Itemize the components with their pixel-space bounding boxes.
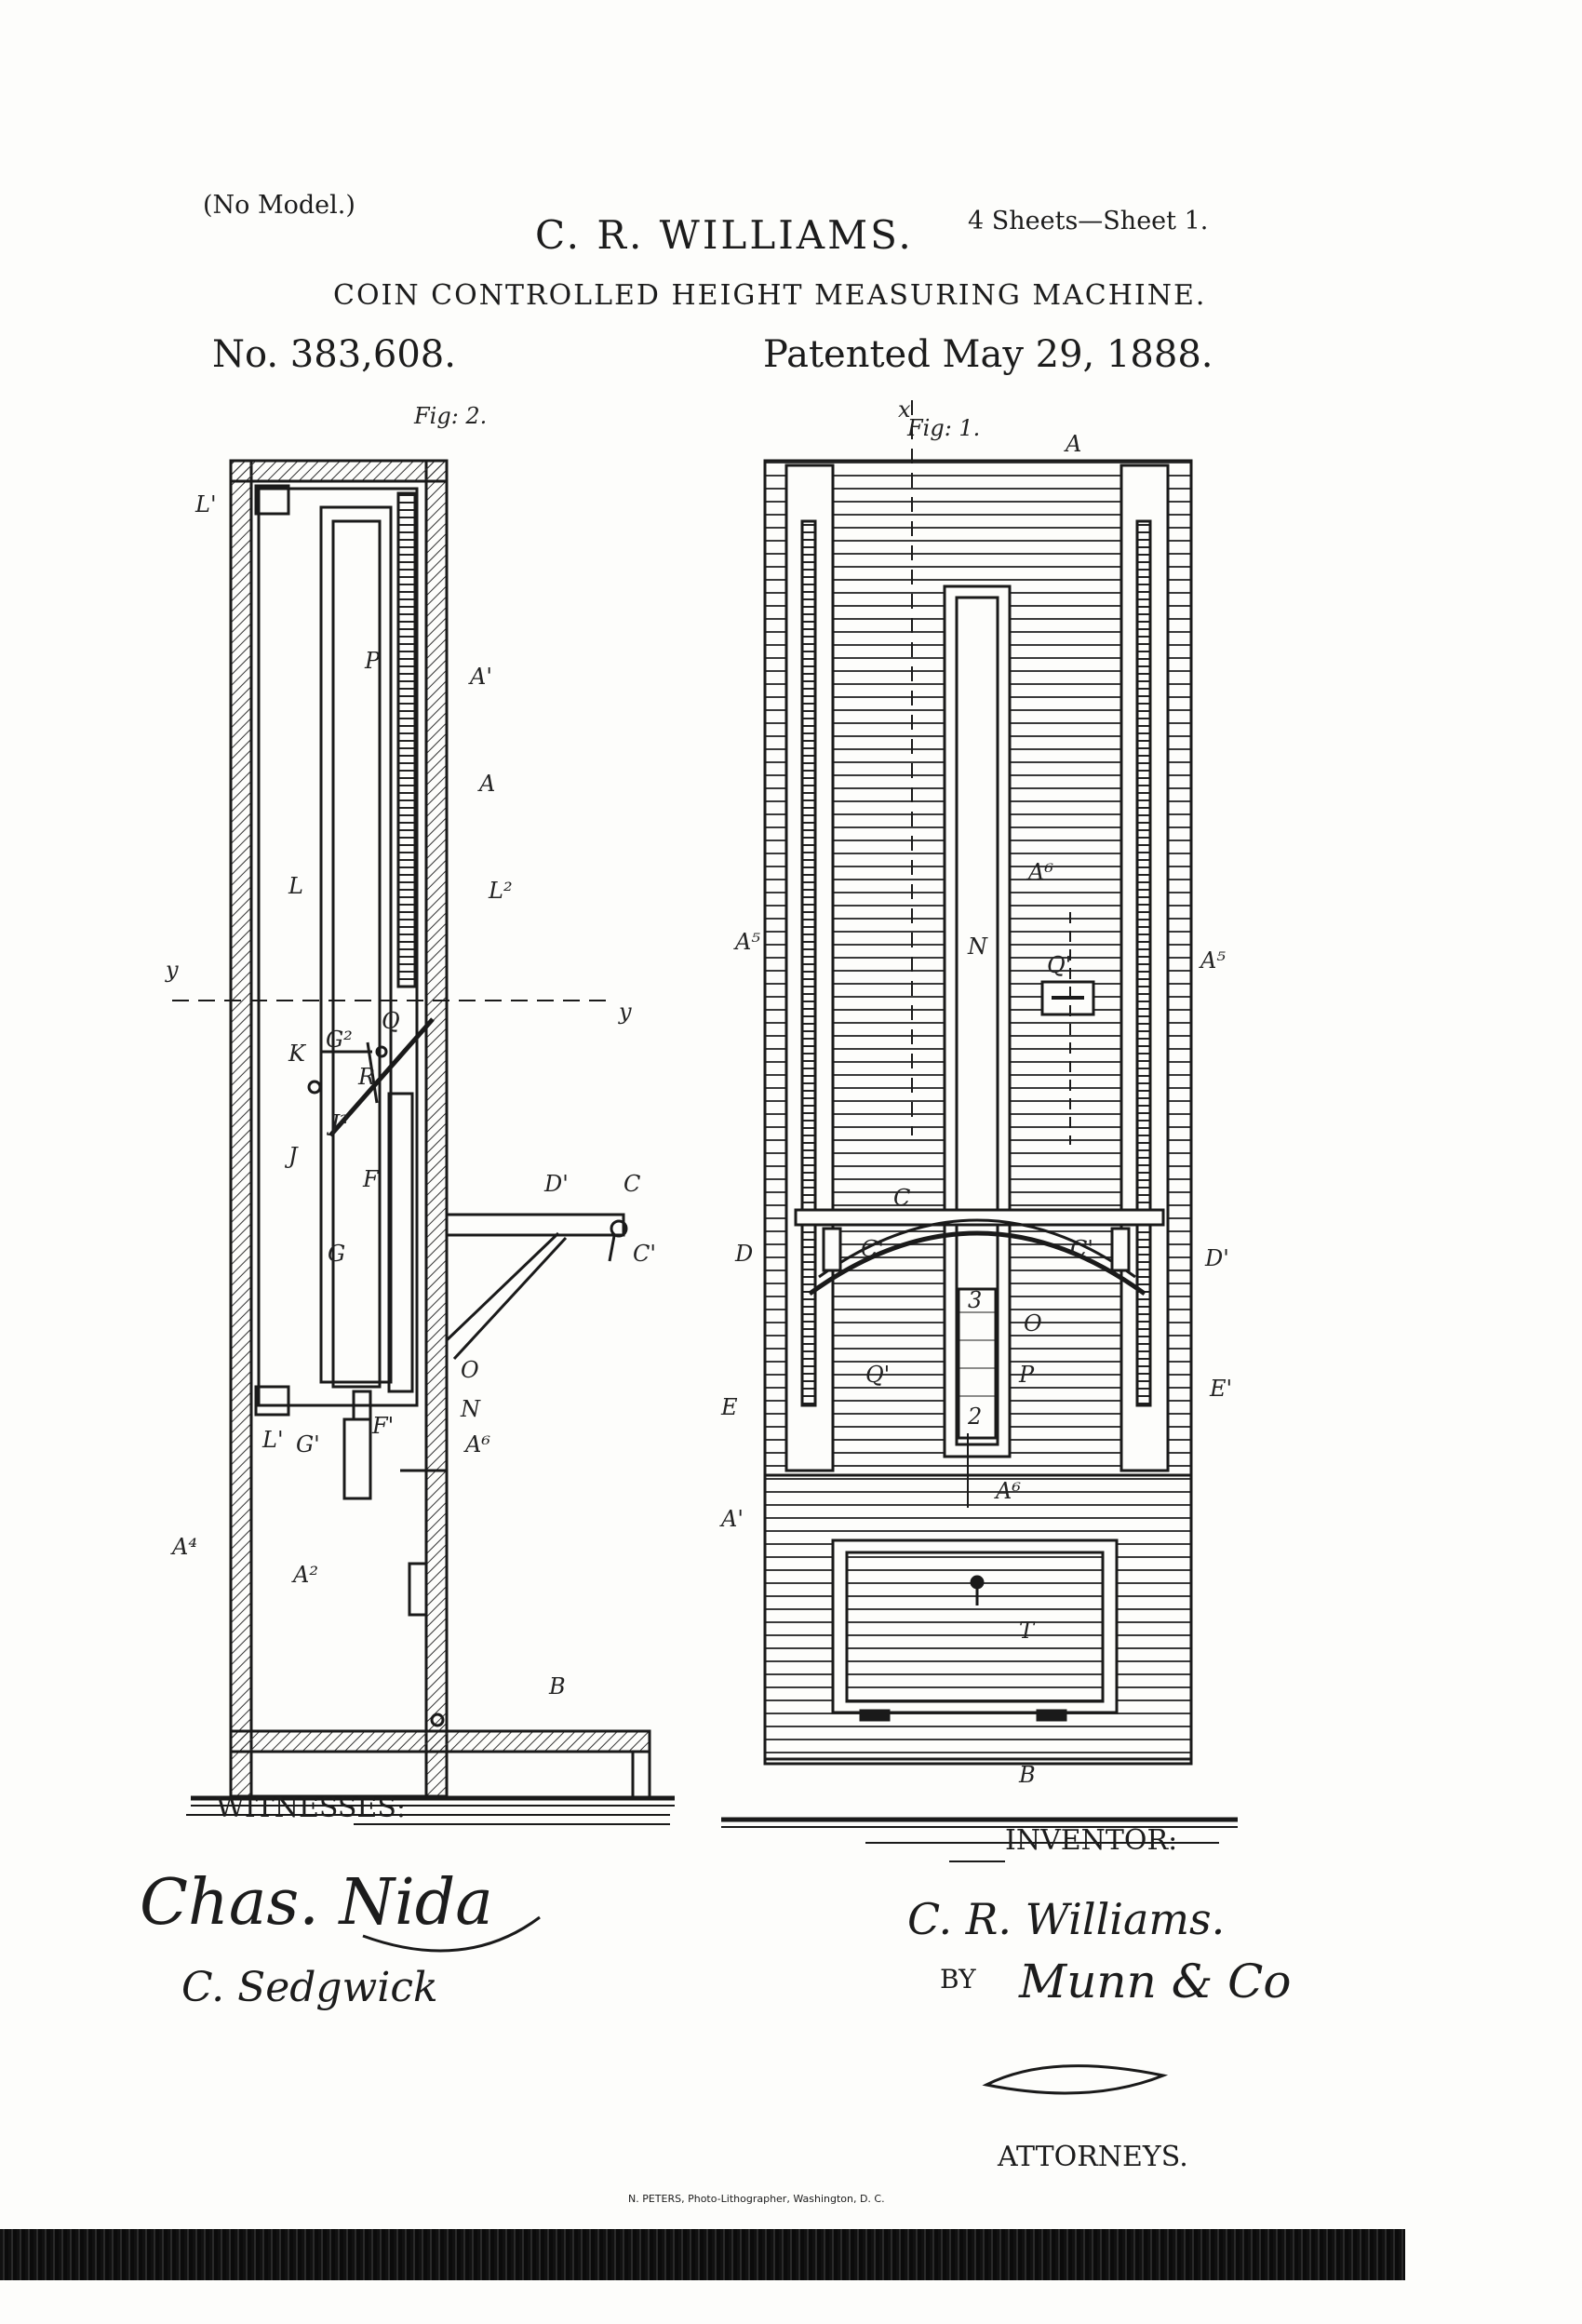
ref-letter: L' xyxy=(194,491,217,517)
ref-letter: R xyxy=(357,1064,375,1090)
ref-letter: y xyxy=(165,957,179,983)
ref-letter: A xyxy=(1064,431,1081,457)
ref-letter: G² xyxy=(326,1027,353,1053)
ref-letter: Q' xyxy=(1047,952,1071,978)
by-label: BY xyxy=(940,1964,976,1995)
ref-letter: B xyxy=(548,1673,566,1699)
inventor-name-header: C. R. WILLIAMS. xyxy=(535,212,914,258)
ref-letter: A² xyxy=(291,1562,318,1588)
witnesses-label: WITNESSES: xyxy=(216,1792,406,1824)
ref-letter: A⁶ xyxy=(994,1478,1021,1504)
ref-letter: C' xyxy=(1070,1236,1093,1262)
ref-letter: C' xyxy=(633,1241,656,1267)
ref-letter: C xyxy=(893,1185,910,1211)
ref-letter: J xyxy=(284,1143,299,1169)
ref-letter: D xyxy=(734,1241,753,1267)
ref-letter: K xyxy=(288,1041,307,1067)
fig2-reference-letters: L' A' P A L L² y y Q G² R K J J² F D' C … xyxy=(165,491,656,1699)
ref-letter: P xyxy=(364,648,381,674)
signature-flourishes xyxy=(362,1915,1169,2095)
ref-letter: A' xyxy=(468,664,492,690)
ref-letter: L xyxy=(288,873,303,899)
ref-letter: Q' xyxy=(865,1362,890,1388)
attorney-signature: Munn & Co xyxy=(1019,1955,1292,2008)
ref-letter: O xyxy=(461,1357,479,1383)
ref-letter: y xyxy=(618,999,632,1025)
ref-letter: N xyxy=(460,1396,481,1422)
witness-rules xyxy=(186,1814,1219,1862)
ref-letter: F xyxy=(362,1166,380,1192)
patent-date: Patented May 29, 1888. xyxy=(763,333,1213,376)
ref-letter: O xyxy=(1024,1310,1042,1337)
witness-signature-2: C. Sedgwick xyxy=(181,1964,438,2011)
ref-letter: D' xyxy=(1204,1245,1229,1271)
ref-letter: G' xyxy=(296,1431,320,1458)
fig1-label: Fig: 1. xyxy=(906,415,980,441)
ref-letter: A⁶ xyxy=(463,1431,490,1458)
inventor-signature: C. R. Williams. xyxy=(907,1894,1226,1944)
ref-letter: 2 xyxy=(967,1404,982,1430)
printer-credit: N. PETERS, Photo-Lithographer, Washingto… xyxy=(628,2193,885,2205)
no-model-note: (No Model.) xyxy=(203,191,355,220)
attorneys-label: ATTORNEYS. xyxy=(998,2141,1188,2173)
ref-letter: E xyxy=(720,1394,738,1420)
ref-letter: F' xyxy=(371,1413,394,1439)
sheet-count: 4 Sheets—Sheet 1. xyxy=(968,207,1209,235)
ref-letter: B xyxy=(1018,1762,1036,1788)
ref-letter: A' xyxy=(719,1506,744,1532)
ref-letter: T xyxy=(1019,1618,1036,1644)
fig2-drawing xyxy=(172,459,675,1807)
ref-letter: 3 xyxy=(968,1287,982,1313)
patent-number: No. 383,608. xyxy=(212,333,456,376)
ref-letter: D' xyxy=(543,1171,569,1197)
ref-letter: N xyxy=(967,934,988,960)
patent-title: COIN CONTROLLED HEIGHT MEASURING MACHINE… xyxy=(333,279,1207,312)
ref-letter: A⁵ xyxy=(733,929,760,955)
ref-letter: L' xyxy=(261,1427,284,1453)
ref-letter: A⁴ xyxy=(170,1534,197,1560)
ref-letter: E' xyxy=(1209,1376,1232,1402)
ref-letter: J² xyxy=(326,1110,348,1136)
inventor-label: INVENTOR: xyxy=(1005,1824,1178,1857)
ref-letter: C' xyxy=(861,1236,884,1262)
scan-edge-band xyxy=(0,2229,1405,2280)
ref-letter: x xyxy=(898,396,911,423)
ref-letter: C xyxy=(623,1171,640,1197)
ref-letter: G xyxy=(328,1241,345,1267)
fig2-label: Fig: 2. xyxy=(413,403,487,429)
ref-letter: A⁵ xyxy=(1199,947,1226,974)
ref-letter: A xyxy=(477,771,495,797)
fig1-reference-letters: x A A⁶ A⁵ A⁵ N Q' C D D' C' C' O Q' P E … xyxy=(719,396,1232,1788)
fig1-drawing xyxy=(721,400,1238,1828)
ref-letter: L² xyxy=(488,878,513,904)
ref-letter: P xyxy=(1018,1362,1035,1388)
ref-letter: A⁶ xyxy=(1026,859,1053,885)
ref-letter: Q xyxy=(382,1008,400,1034)
witness-signature-1: Chas. Nida xyxy=(140,1866,493,1940)
